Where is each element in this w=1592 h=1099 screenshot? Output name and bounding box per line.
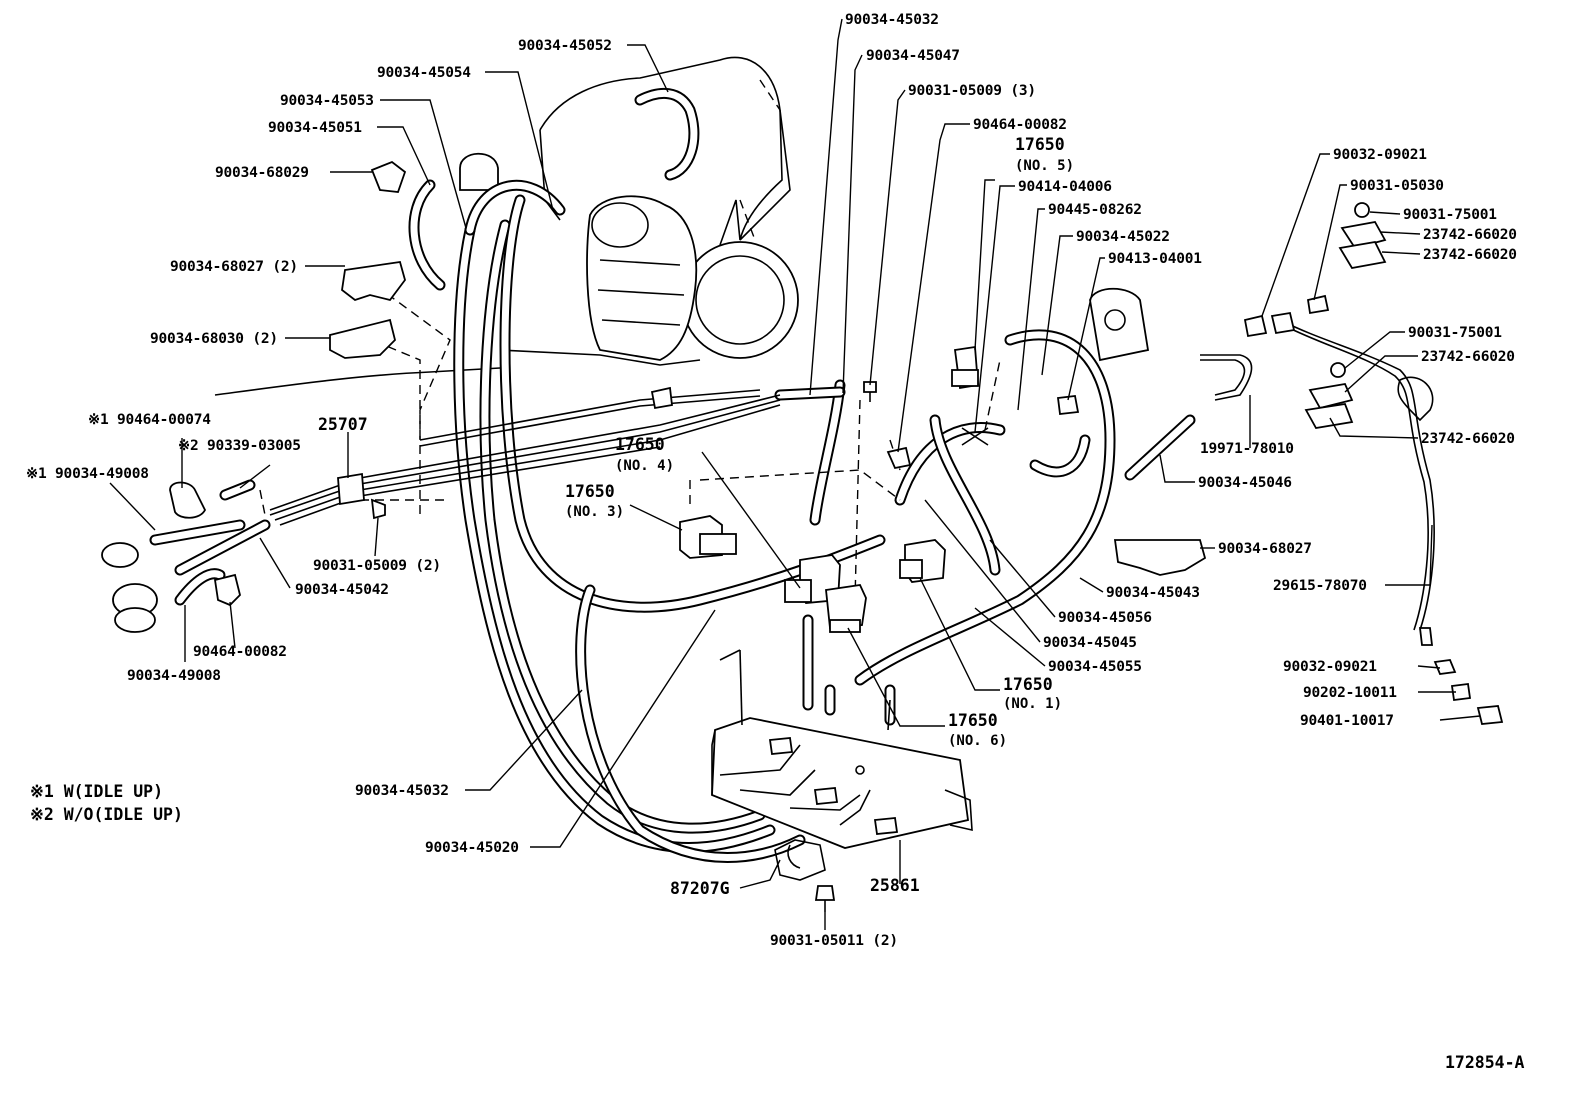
part-label: 90034-45032 — [355, 783, 449, 799]
part-label: 17650 — [948, 711, 998, 730]
part-label: 90034-45020 — [425, 840, 519, 856]
part-label: 90034-49008 — [127, 668, 221, 684]
engine-intake-artwork — [214, 56, 799, 396]
part-label: 17650 — [615, 435, 665, 454]
part-label: 90034-45052 — [518, 38, 612, 54]
part-label: 90401-10017 — [1300, 713, 1394, 729]
part-label: 25707 — [318, 415, 368, 434]
part-label: 17650 — [1003, 675, 1053, 694]
part-label: 23742-66020 — [1423, 247, 1517, 263]
part-label: 90464-00082 — [193, 644, 287, 660]
part-label: 90032-09021 — [1283, 659, 1377, 675]
part-label-sub: (NO. 1) — [1003, 696, 1062, 712]
part-label: 90034-45045 — [1043, 635, 1137, 651]
part-label: 19971-78010 — [1200, 441, 1294, 457]
part-label: 90034-68027 — [1218, 541, 1312, 557]
part-labels: 90034-45032 90034-45052 90034-45047 9003… — [26, 12, 1517, 949]
part-label: ※1 90034-49008 — [26, 466, 149, 482]
part-label: 90034-68027 (2) — [170, 259, 298, 275]
part-label: 90414-04006 — [1018, 179, 1112, 195]
part-label-sub: (NO. 6) — [948, 733, 1007, 749]
part-label: 90034-45056 — [1058, 610, 1152, 626]
part-label: 90464-00082 — [973, 117, 1067, 133]
part-label: 23742-66020 — [1423, 227, 1517, 243]
part-label: 17650 — [565, 482, 615, 501]
part-label: 90031-05009 (2) — [313, 558, 441, 574]
part-label: 90031-75001 — [1403, 207, 1497, 223]
legend-note-2: ※2 W/O(IDLE UP) — [30, 805, 183, 824]
part-label: 90034-45055 — [1048, 659, 1142, 675]
legend: ※1 W(IDLE UP) ※2 W/O(IDLE UP) — [30, 782, 183, 824]
part-label: 90034-45022 — [1076, 229, 1170, 245]
part-label: 90034-45047 — [866, 48, 960, 64]
part-label: 90031-05011 (2) — [770, 933, 898, 949]
vsv-valves — [679, 287, 1150, 633]
part-label: 90034-45042 — [295, 582, 389, 598]
part-label: 90032-09021 — [1333, 147, 1427, 163]
part-label-sub: (NO. 3) — [565, 504, 624, 520]
leader-lines — [109, 18, 1481, 930]
part-label: 90445-08262 — [1048, 202, 1142, 218]
small-hardware — [101, 160, 1504, 725]
part-label: 29615-78070 — [1273, 578, 1367, 594]
part-label: 90031-05009 (3) — [908, 83, 1036, 99]
part-label: 90034-45032 — [845, 12, 939, 28]
part-label: 90031-75001 — [1408, 325, 1502, 341]
part-label: 90202-10011 — [1303, 685, 1397, 701]
part-label: 90031-05030 — [1350, 178, 1444, 194]
part-label: 90034-45043 — [1106, 585, 1200, 601]
figure-id: 172854-A — [1445, 1053, 1525, 1072]
part-label: 90034-45051 — [268, 120, 362, 136]
part-label-sub: (NO. 4) — [615, 458, 674, 474]
vacuum-hoses — [149, 87, 1435, 863]
part-label: 23742-66020 — [1421, 349, 1515, 365]
legend-note-1: ※1 W(IDLE UP) — [30, 782, 163, 801]
part-label: 90034-45054 — [377, 65, 471, 81]
part-label: 90034-45053 — [280, 93, 374, 109]
part-label: ※1 90464-00074 — [88, 412, 211, 428]
part-label: 87207G — [670, 879, 730, 898]
part-label: 25861 — [870, 876, 920, 895]
vsv-bracket-artwork — [711, 649, 973, 912]
part-label: 90413-04001 — [1108, 251, 1202, 267]
part-label: 90034-68030 (2) — [150, 331, 278, 347]
part-label: 90034-68029 — [215, 165, 309, 181]
part-label-sub: (NO. 5) — [1015, 158, 1074, 174]
part-label: 90034-45046 — [1198, 475, 1292, 491]
part-label: ※2 90339-03005 — [178, 438, 301, 454]
part-label: 23742-66020 — [1421, 431, 1515, 447]
vacuum-line-bundle — [269, 389, 781, 526]
part-label: 17650 — [1015, 135, 1065, 154]
